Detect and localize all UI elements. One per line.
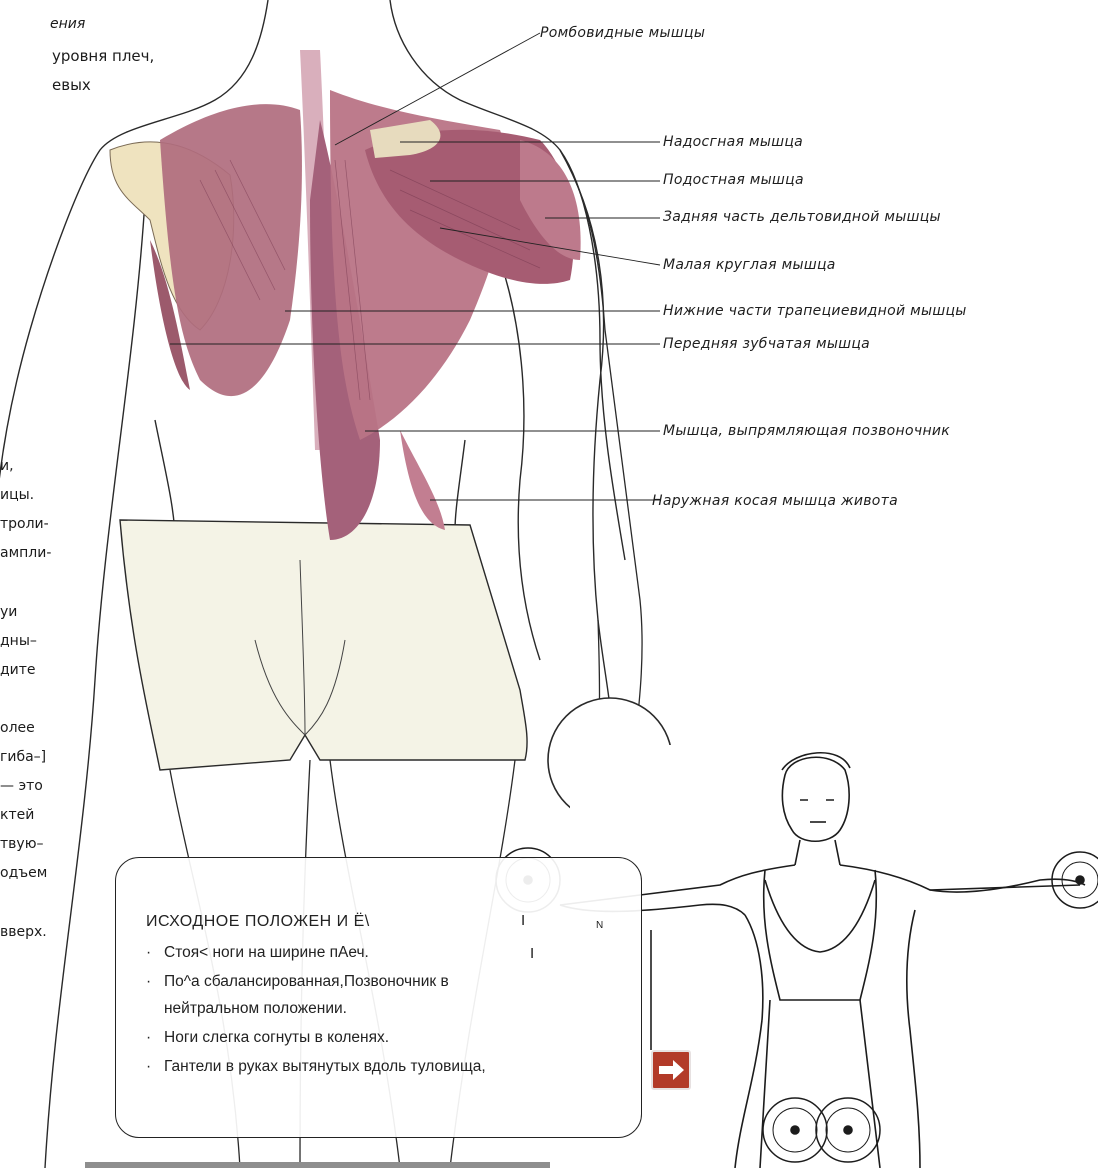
top-text-line-2: уровня плеч, [52,46,154,67]
label-lower-trapezius: Нижние части трапециевидной мышцы [663,303,967,319]
shorts [120,520,527,770]
arrow-right-icon [653,1052,689,1088]
label-supraspinatus: Надосгная мышца [663,134,803,150]
next-button[interactable] [651,1050,691,1090]
left-text-line: дите [0,660,36,681]
left-text-line: уи [0,602,17,623]
box-item: ·Ноги слегка согнуты в коленях. [146,1029,389,1047]
left-text-line: гиба–] [0,747,46,768]
label-external-oblique: Наружная косая мышца живота [652,493,898,509]
stray-mark: N [596,915,603,936]
left-text-line: ампли- [0,543,51,564]
label-teres-minor: Малая круглая мышца [663,257,836,273]
stray-mark: I [521,910,525,931]
label-infraspinatus: Подостная мышца [663,172,804,188]
left-text-line: олее [0,718,35,739]
top-text-line-3: евых [52,75,91,96]
box-item: нейтральном положении. [164,1000,347,1018]
left-text-line: — это [0,776,43,797]
left-text-line: ицы. [0,485,34,506]
left-text-line: твую– [0,834,43,855]
stray-mark: I [530,943,534,964]
box-item: ·По^а сбалансированная,Позвоночник в [146,973,449,991]
starting-position-box: ИСХОДНОЕ ПОЛОЖЕН И Ё\ I I N ·Стоя< ноги … [115,857,642,1138]
left-text-line: троли- [0,514,49,535]
left-text-line: ктей [0,805,34,826]
left-text-line: одъем [0,863,47,884]
box-title: ИСХОДНОЕ ПОЛОЖЕН И Ё\ [146,913,370,931]
left-text-line: вверх. [0,922,47,943]
label-rhomboids: Ромбовидные мышцы [540,25,705,41]
top-text-line-1: ения [50,14,85,35]
bottom-divider [85,1162,550,1168]
label-serratus-anterior: Передняя зубчатая мышца [663,336,870,352]
box-item: ·Гантели в руках вытянутых вдоль туловищ… [146,1058,486,1076]
left-text-line: дны– [0,631,37,652]
left-text-line: и, [0,456,14,477]
label-erector-spinae: Мышца, выпрямляющая позвоночник [663,423,950,439]
box-item: ·Стоя< ноги на ширине пАеч. [146,944,369,962]
label-posterior-deltoid: Задняя часть дельтовидной мышцы [663,209,941,225]
